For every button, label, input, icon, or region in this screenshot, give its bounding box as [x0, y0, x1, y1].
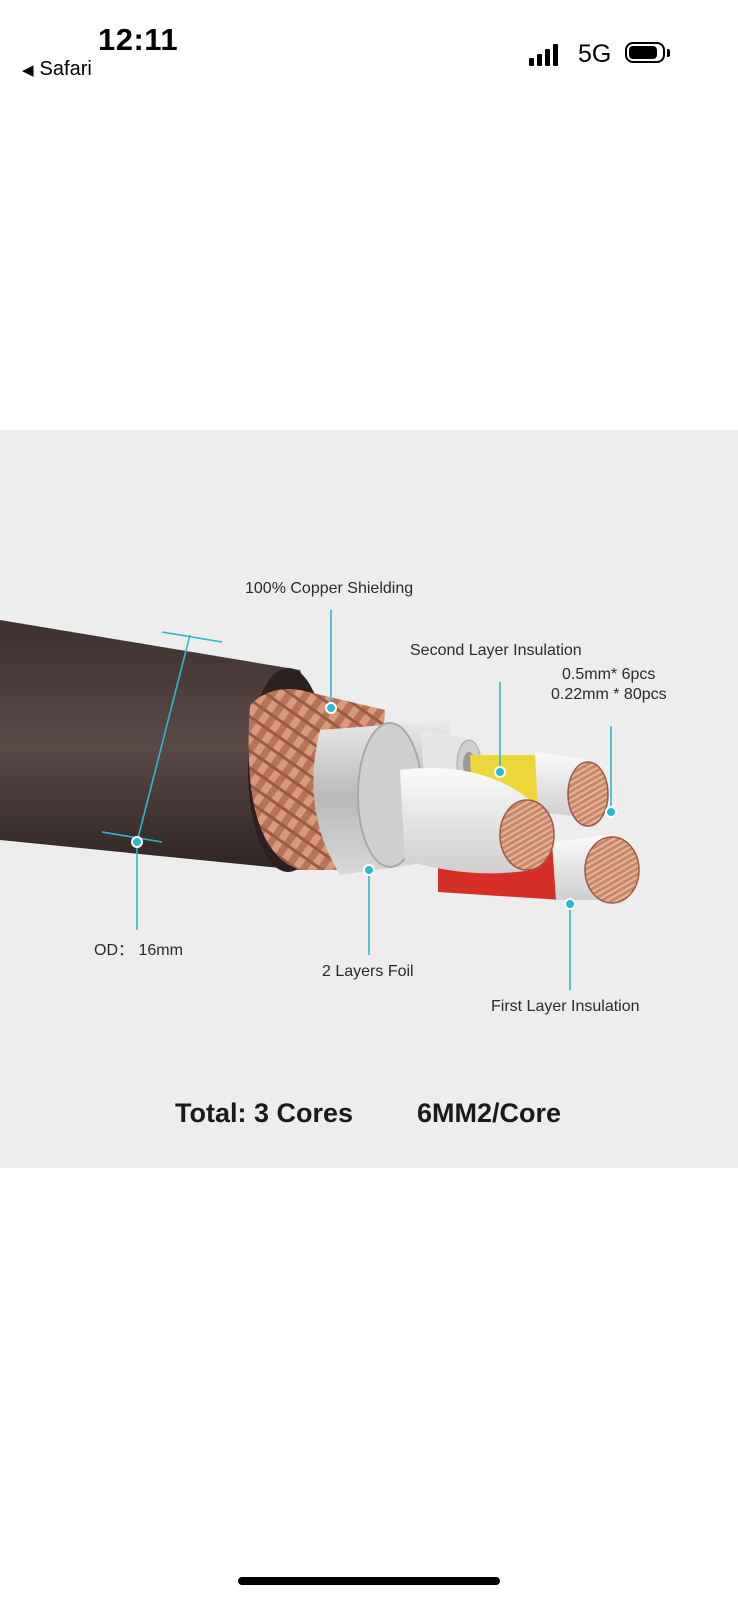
status-bar: 12:11 ◀ Safari 5G: [0, 0, 738, 90]
callout-leaders: [101, 610, 612, 990]
callout-outer-diameter: OD： 16mm: [94, 942, 183, 959]
home-indicator[interactable]: [238, 1577, 500, 1585]
callout-first-insulation: First Layer Insulation: [491, 998, 640, 1015]
callout-dots: [131, 702, 617, 910]
white-core: [400, 768, 555, 874]
caption-section: 6MM2/Core: [417, 1098, 562, 1128]
yellow-core: [470, 752, 609, 827]
callout-second-insulation: Second Layer Insulation: [410, 642, 582, 659]
signal-icon: [529, 44, 558, 66]
callout-strand-spec-2: 0.22mm * 80pcs: [551, 686, 667, 703]
back-label: Safari: [39, 58, 92, 80]
product-image: 100% Copper Shielding Second Layer Insul…: [0, 430, 738, 1168]
back-to-safari-button[interactable]: ◀ Safari: [22, 58, 92, 81]
battery-icon: [625, 42, 670, 67]
network-type: 5G: [578, 40, 612, 68]
callout-foil: 2 Layers Foil: [322, 963, 414, 980]
callout-copper-shielding: 100% Copper Shielding: [245, 580, 414, 597]
caption-cores: Total: 3 Cores: [175, 1098, 354, 1128]
back-triangle-icon: ◀: [22, 61, 34, 79]
status-time: 12:11: [98, 22, 179, 57]
callout-strand-spec-1: 0.5mm* 6pcs: [562, 666, 656, 683]
cable-cross-section-illustration: [0, 610, 640, 990]
